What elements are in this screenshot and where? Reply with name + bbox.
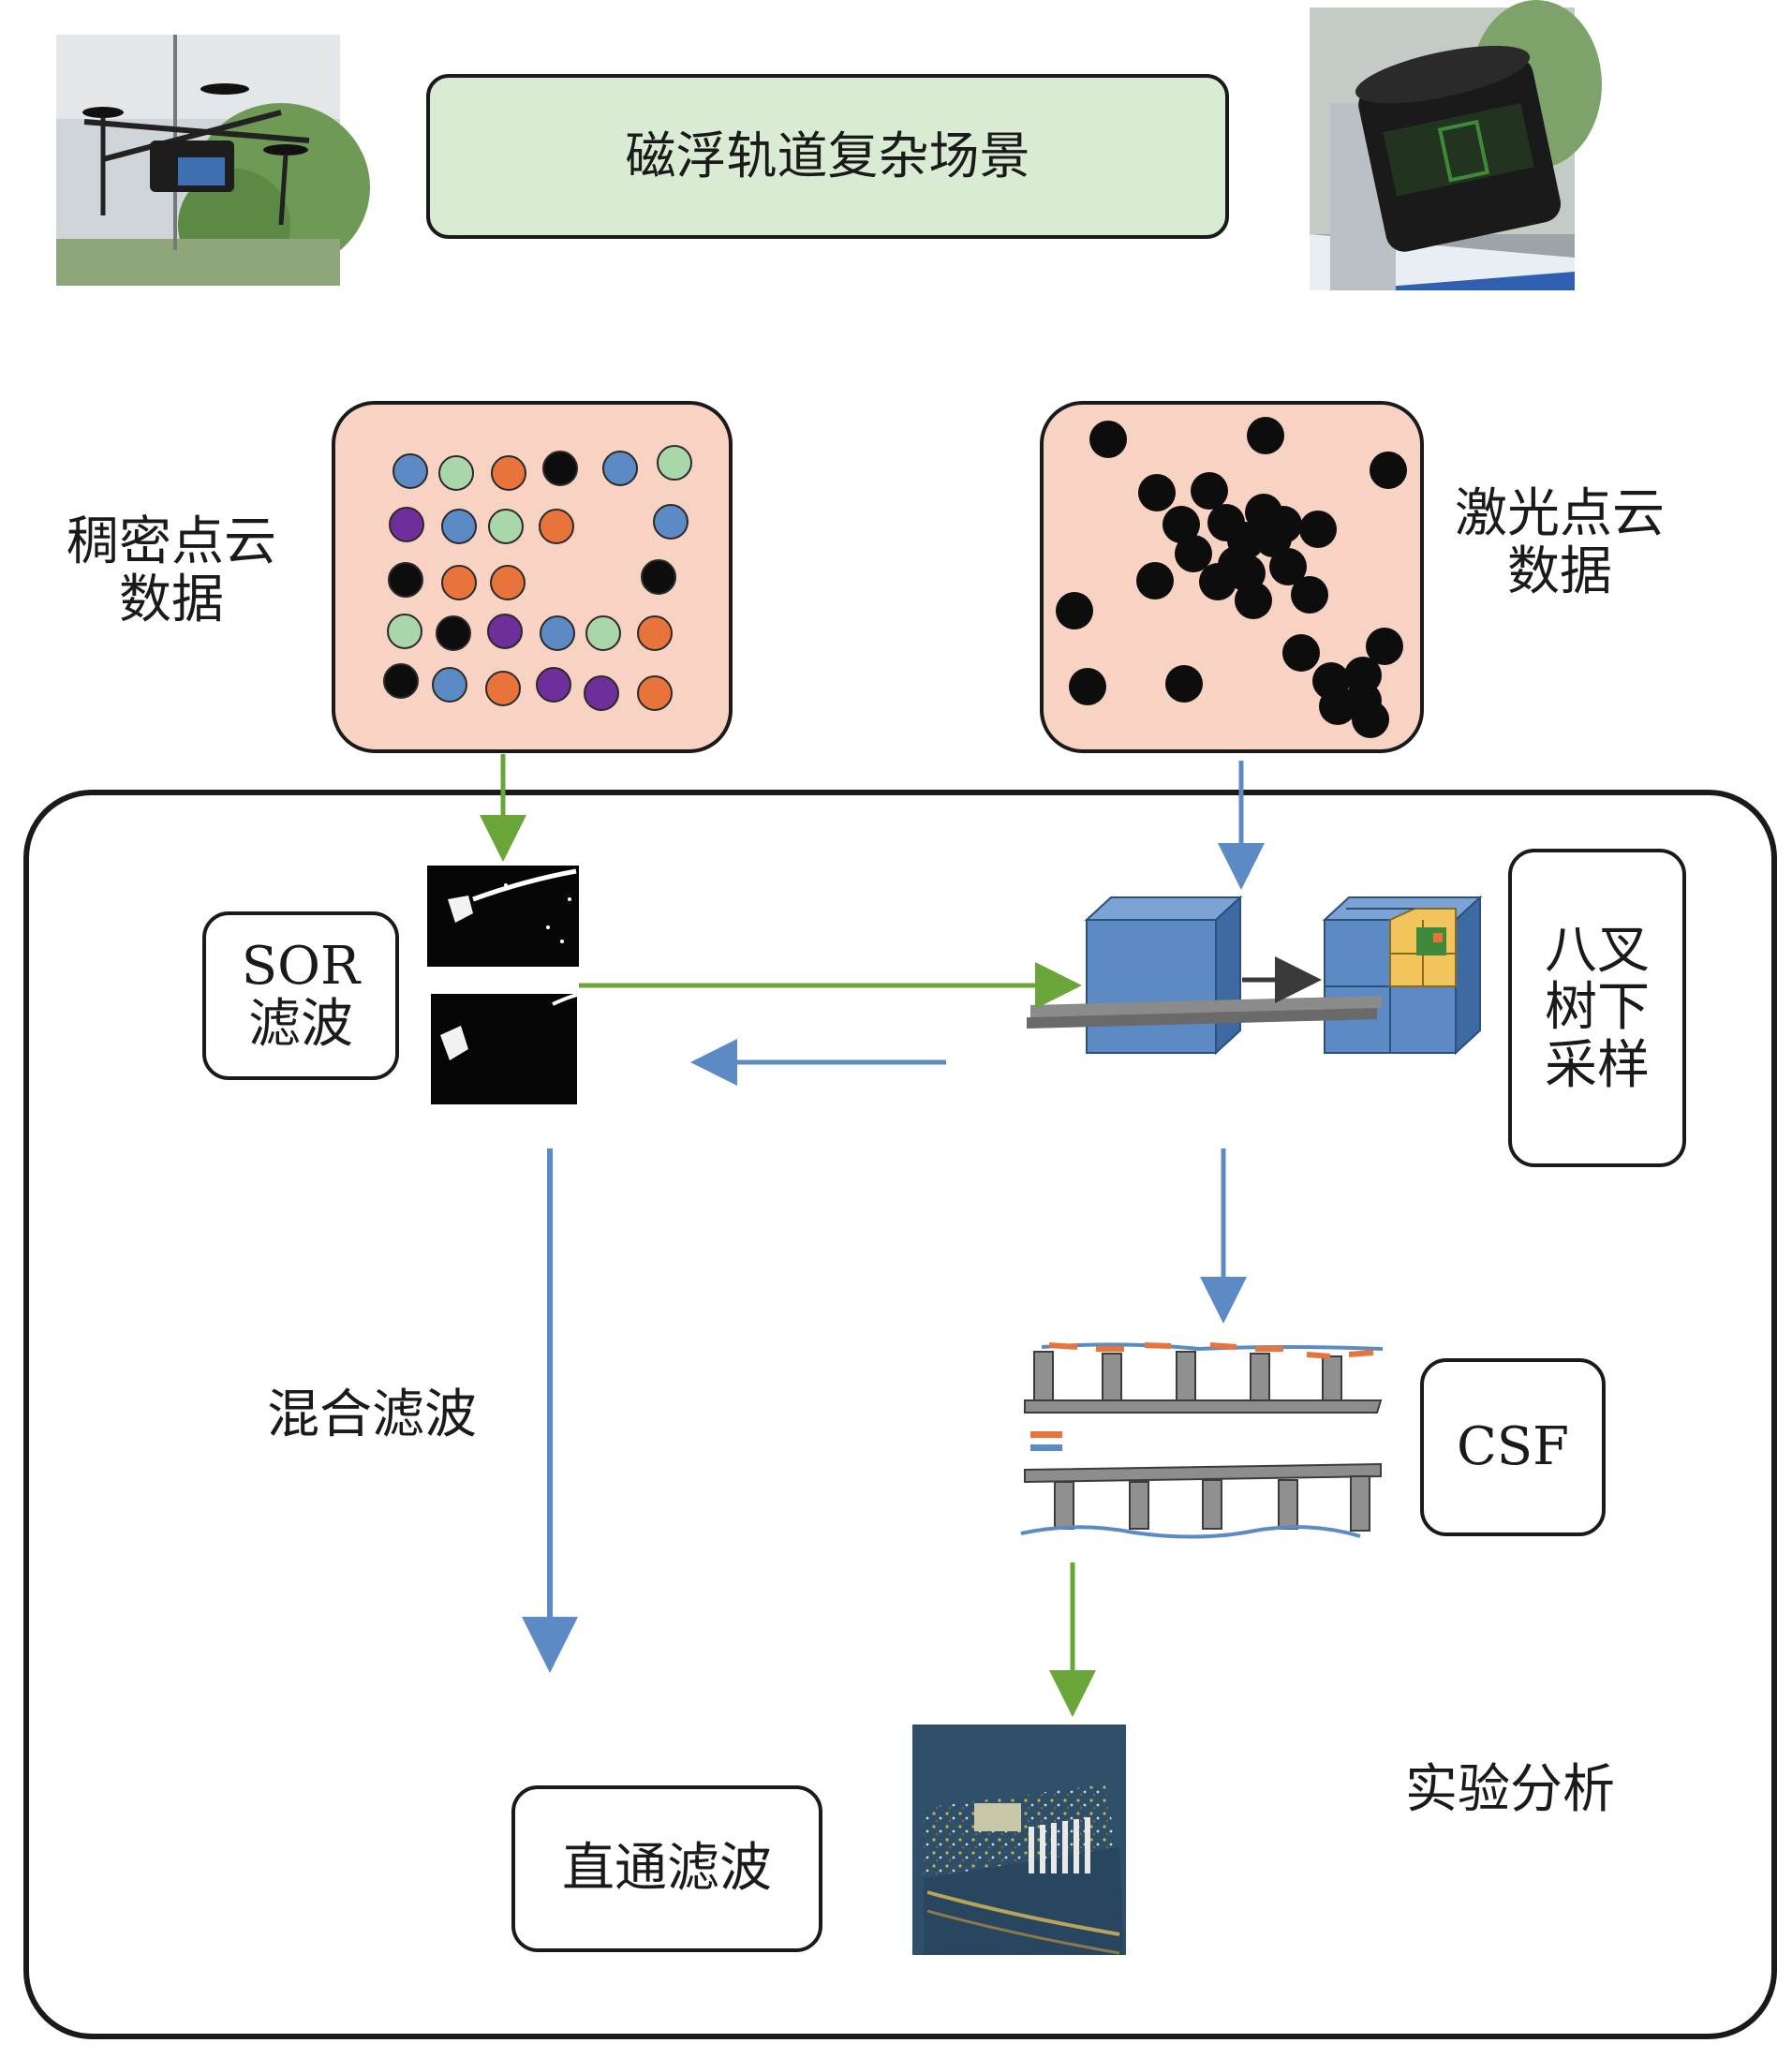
- laser-point: [1199, 563, 1237, 600]
- dense-point: [536, 667, 571, 703]
- dense-point: [488, 509, 524, 544]
- dense-point: [637, 615, 673, 651]
- dense-point: [602, 451, 638, 486]
- laser-cloud-points: [1056, 417, 1407, 738]
- laser-point: [1282, 634, 1320, 672]
- dense-point: [383, 663, 419, 699]
- dense-point: [388, 562, 423, 598]
- laser-point: [1254, 520, 1292, 557]
- hybrid-filter-label: 混合滤波: [267, 1384, 477, 1445]
- dense-point: [540, 615, 575, 651]
- sor-label-line1: SOR: [241, 936, 361, 998]
- dense-point: [637, 675, 673, 711]
- octree-sampling-box: 八叉 树下 采样: [1508, 849, 1686, 1167]
- laser-point: [1312, 662, 1350, 700]
- result-scan-image: [912, 1725, 1126, 1955]
- sor-thumbnail-top: [427, 866, 579, 967]
- scene-title-box: 磁浮轨道复杂场景: [426, 74, 1229, 239]
- passthrough-filter-box: 直通滤波: [511, 1785, 822, 1952]
- laser-point: [1069, 668, 1106, 705]
- dense-point: [441, 565, 477, 600]
- dense-point: [485, 671, 521, 706]
- dense-point: [432, 667, 467, 703]
- csf-box: CSF: [1420, 1358, 1606, 1536]
- csf-bridge-figure: [1020, 996, 1384, 1539]
- laser-point: [1138, 474, 1176, 511]
- dense-point: [487, 614, 523, 649]
- laser-point: [1299, 511, 1337, 548]
- dense-point: [584, 675, 619, 711]
- laser-point: [1056, 592, 1093, 629]
- laser-point: [1352, 701, 1389, 738]
- dense-point: [389, 507, 424, 542]
- experiment-analysis-label: 实验分析: [1405, 1759, 1615, 1820]
- sor-filter-box: SOR 滤波: [202, 911, 399, 1080]
- dense-point: [542, 451, 578, 486]
- laser-point: [1291, 576, 1328, 614]
- csf-label: CSF: [1456, 1416, 1570, 1478]
- lidar-photo: [1310, 0, 1602, 290]
- laser-point: [1370, 452, 1407, 489]
- dense-point: [441, 509, 477, 544]
- dense-point: [392, 453, 428, 489]
- dense-point: [585, 615, 621, 651]
- sor-label-line2: 滤波: [248, 994, 353, 1055]
- dense-point: [539, 509, 574, 544]
- dense-cloud-label: 稠密点云 数据: [67, 511, 276, 630]
- drone-photo: [56, 35, 370, 286]
- dense-point: [657, 445, 692, 481]
- laser-point: [1175, 535, 1212, 572]
- voxel-cube: [1084, 895, 1243, 1056]
- laser-point: [1089, 421, 1127, 458]
- octree-cube: [1322, 895, 1483, 1056]
- dense-point: [490, 565, 526, 600]
- dense-point: [438, 455, 474, 491]
- laser-cloud-label: 激光点云 数据: [1455, 483, 1665, 602]
- laser-point: [1163, 506, 1200, 543]
- processing-container: [23, 790, 1777, 2039]
- dense-cloud-panel: [332, 401, 733, 753]
- laser-point: [1165, 665, 1203, 703]
- dense-cloud-points: [383, 445, 692, 711]
- laser-point: [1366, 628, 1403, 665]
- dense-point: [387, 614, 422, 649]
- scene-title: 磁浮轨道复杂场景: [625, 126, 1030, 186]
- dense-point: [491, 455, 526, 491]
- dense-point: [436, 615, 471, 651]
- passthrough-label: 直通滤波: [562, 1838, 772, 1900]
- laser-point: [1247, 417, 1284, 454]
- laser-point: [1269, 548, 1307, 585]
- dense-point: [653, 504, 689, 540]
- sor-thumbnail-bottom: [431, 993, 578, 1104]
- dense-point: [641, 559, 676, 595]
- laser-point: [1191, 472, 1228, 510]
- laser-point: [1136, 562, 1174, 600]
- laser-point: [1235, 582, 1272, 619]
